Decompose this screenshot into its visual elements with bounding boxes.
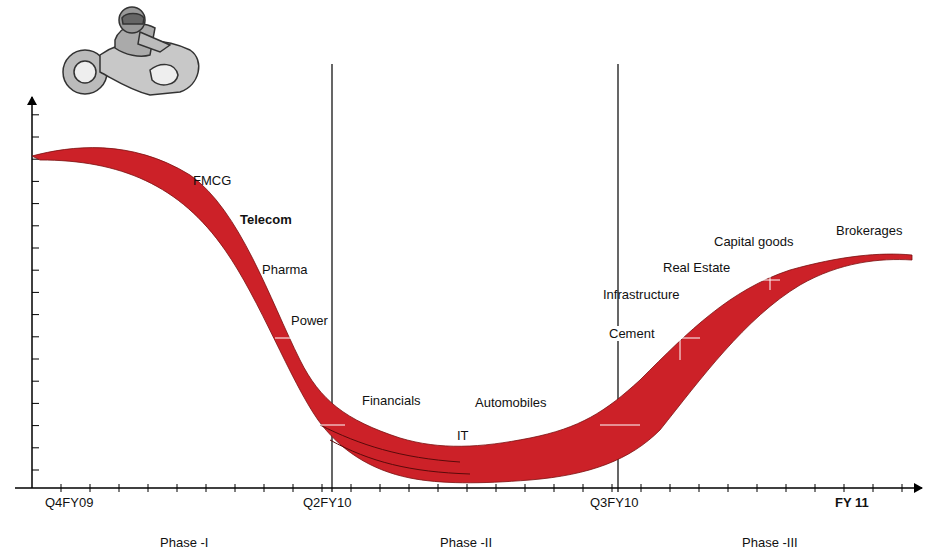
phase-label: Phase -II xyxy=(440,535,492,550)
band-inner-lines xyxy=(320,425,470,474)
axis-tick-label: Q4FY09 xyxy=(45,495,93,510)
sector-label: IT xyxy=(457,428,469,443)
sector-label: FMCG xyxy=(193,173,231,188)
rider-icon xyxy=(63,7,199,95)
sector-label: Power xyxy=(290,313,329,328)
axis-tick-label: Q3FY10 xyxy=(590,495,638,510)
cycle-band xyxy=(32,148,912,483)
sector-label: Financials xyxy=(362,393,421,408)
sector-label: Automobiles xyxy=(475,395,547,410)
sector-label: Pharma xyxy=(262,262,308,277)
axis-tick-label: FY 11 xyxy=(835,495,869,510)
phase-label: Phase -I xyxy=(160,535,208,550)
phase-label: Phase -III xyxy=(742,535,798,550)
sector-label: Capital goods xyxy=(714,234,794,249)
band-grid-marks xyxy=(250,248,780,425)
sector-label: Cement xyxy=(608,326,656,341)
sector-label: Telecom xyxy=(240,212,292,227)
sector-label: Real Estate xyxy=(663,260,730,275)
sector-label: Brokerages xyxy=(836,223,902,238)
axis-tick-label: Q2FY10 xyxy=(303,495,351,510)
sector-label: Infrastructure xyxy=(603,287,680,302)
